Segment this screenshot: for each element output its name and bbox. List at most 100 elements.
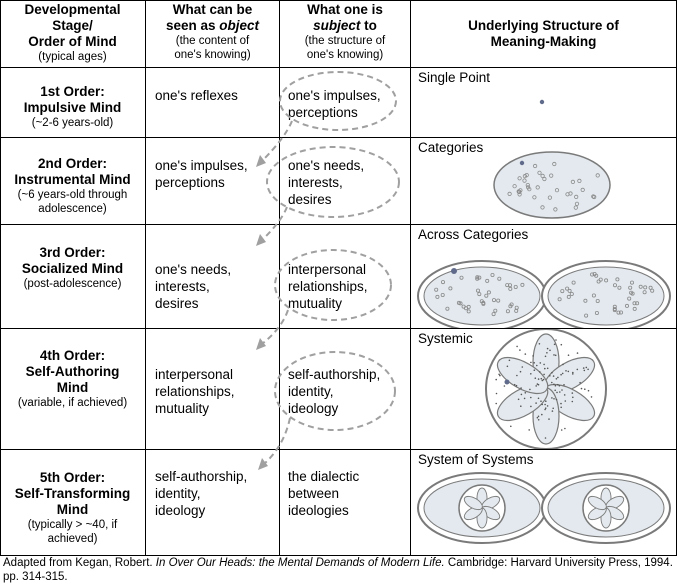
subject-cell-2: one's needs, interests, desires bbox=[288, 157, 408, 208]
system-petal-dot bbox=[533, 362, 535, 364]
system-petal-dot bbox=[532, 355, 534, 357]
system-petal-dot bbox=[546, 405, 549, 407]
across-dot bbox=[508, 286, 513, 291]
system-petal-dot bbox=[576, 368, 579, 371]
header-object-sub2: one's knowing) bbox=[174, 49, 251, 61]
header-object: What can be seen as object (the content … bbox=[146, 2, 279, 62]
system-petal-dot bbox=[561, 372, 564, 375]
category-dot bbox=[507, 191, 512, 197]
across-dot bbox=[594, 311, 599, 316]
category-dot bbox=[537, 170, 542, 175]
system-petal-dot bbox=[551, 410, 554, 412]
citation-footer: Adapted from Kegan, Robert. In Over Our … bbox=[3, 556, 675, 584]
subject-cell-5: the dialectic between ideologies bbox=[288, 468, 408, 519]
system-petal-dot bbox=[551, 371, 553, 374]
system-petal-dot bbox=[540, 377, 543, 380]
across-dot bbox=[595, 299, 600, 304]
category-dot bbox=[554, 188, 560, 193]
system-petal-dot bbox=[529, 388, 531, 391]
system-petal-dot bbox=[503, 385, 506, 387]
system-petal-dot bbox=[499, 374, 501, 377]
system-petal-dot bbox=[546, 352, 548, 354]
single-point-diagram bbox=[539, 99, 545, 105]
object-text-2b: perceptions bbox=[155, 175, 225, 190]
system-petal-dot bbox=[517, 398, 520, 401]
header-stage-line3: Order of Mind bbox=[28, 34, 117, 49]
system-petals bbox=[495, 333, 596, 445]
object-cell-2: one's impulses, perceptions bbox=[155, 157, 277, 191]
system-petal-dot bbox=[572, 396, 574, 399]
across-dot bbox=[632, 306, 637, 311]
across-dot bbox=[434, 287, 439, 292]
header-subject-line2: subject to bbox=[280, 18, 410, 34]
across-dot bbox=[571, 280, 576, 285]
stage-age-2a: (~6 years-old through bbox=[17, 189, 128, 201]
category-dot bbox=[517, 176, 522, 181]
system-petal-dot bbox=[554, 389, 556, 392]
system-petal-dot bbox=[559, 391, 561, 393]
row-divider-4 bbox=[0, 449, 677, 450]
object-text-1a: one's reflexes bbox=[155, 88, 238, 103]
system-petal-dot bbox=[520, 393, 523, 396]
header-subject-line1: What one is bbox=[307, 2, 383, 17]
system-petal-dot bbox=[572, 373, 574, 375]
system-petal-dot bbox=[552, 407, 554, 410]
category-oval-right-inner bbox=[547, 266, 665, 326]
row-divider-header bbox=[0, 67, 677, 68]
system-petal-dot bbox=[506, 365, 509, 368]
across-dot bbox=[505, 283, 510, 288]
across-dot bbox=[445, 306, 450, 311]
system-petal-dot bbox=[551, 381, 553, 384]
system-petal-dot bbox=[553, 398, 555, 400]
structure-label-1: Single Point bbox=[418, 70, 491, 85]
citation-post: Cambridge: Harvard University Press, 199… bbox=[3, 557, 673, 583]
across-dot bbox=[491, 312, 496, 317]
across-dot bbox=[490, 273, 495, 278]
object-text-5c: ideology bbox=[155, 503, 206, 518]
system-petal-dot bbox=[551, 397, 553, 399]
header-structure: Underlying Structure of Meaning-Making bbox=[411, 18, 676, 50]
category-dot-filled bbox=[519, 160, 525, 166]
across-dot bbox=[514, 305, 519, 310]
across-dot bbox=[591, 293, 596, 298]
header-subject-line2-em: subject bbox=[313, 18, 361, 33]
system-petal-dot bbox=[545, 400, 547, 402]
system-petal-dot bbox=[579, 381, 581, 384]
across-dot bbox=[459, 275, 464, 280]
across-dot bbox=[466, 309, 471, 314]
across-dot bbox=[632, 301, 637, 306]
across-dot bbox=[624, 303, 629, 308]
subject-text-5a: the dialectic bbox=[288, 469, 360, 484]
across-dot bbox=[475, 275, 480, 280]
system-petal-dot bbox=[567, 354, 570, 356]
category-dot bbox=[524, 172, 529, 178]
system-petal-dot bbox=[516, 374, 518, 377]
system-petal bbox=[496, 356, 549, 395]
object-text-4b: relationships, bbox=[155, 384, 235, 399]
stage-age-3: (post-adolescence) bbox=[23, 278, 122, 290]
system-petal-dot bbox=[580, 387, 583, 390]
system-petal-dot bbox=[495, 392, 498, 395]
header-structure-line1: Underlying Structure of bbox=[468, 18, 619, 33]
system-petal-dot bbox=[554, 354, 557, 357]
structure-label-3: Across Categories bbox=[418, 227, 529, 242]
system-petal-dot bbox=[516, 345, 518, 348]
across-dot bbox=[484, 293, 489, 298]
category-dots bbox=[507, 160, 600, 212]
structure-label-4: Systemic bbox=[418, 331, 473, 346]
arrow-head-3 bbox=[256, 338, 266, 350]
stage-title-1b: Impulsive Mind bbox=[23, 100, 122, 115]
across-dot bbox=[508, 304, 513, 309]
stage-title-4a: 4th Order: bbox=[39, 348, 106, 363]
system-petal-dot bbox=[562, 363, 564, 366]
system-dot-filled bbox=[504, 379, 510, 385]
structure-label-5: System of Systems bbox=[418, 452, 534, 467]
across-dot bbox=[513, 285, 518, 290]
object-text-3a: one's needs, bbox=[155, 262, 232, 277]
system-petal-dot bbox=[539, 371, 541, 373]
system-petal-dot bbox=[567, 370, 570, 373]
header-object-line1: What can be bbox=[172, 2, 253, 17]
across-dot bbox=[566, 294, 571, 299]
category-dot bbox=[577, 178, 582, 184]
across-dot bbox=[481, 301, 486, 306]
